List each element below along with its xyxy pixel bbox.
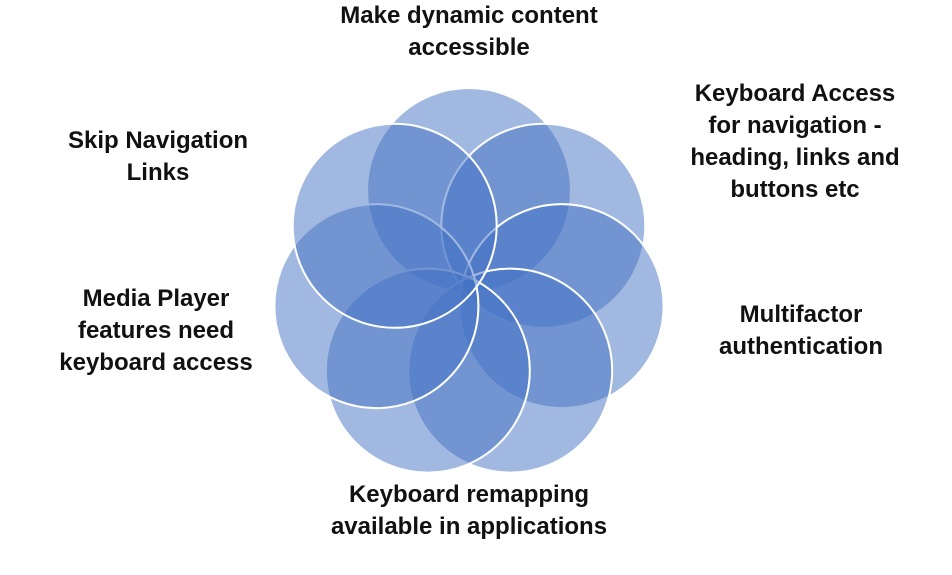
label-top-right-line-2: for navigation - <box>708 112 882 139</box>
label-top-left: Skip Navigation Links <box>68 125 248 189</box>
label-right: Multifactor authentication <box>719 299 883 363</box>
label-top-right-line-4: buttons etc <box>730 176 860 203</box>
label-right-line-2: authentication <box>718 333 884 360</box>
label-left-line-3: keyboard access <box>59 349 253 376</box>
label-left-line-1: Media Player <box>82 285 230 312</box>
label-top-left-line-1: Skip Navigation <box>67 127 249 154</box>
label-bottom-line-2: available in applications <box>330 513 608 540</box>
label-top-left-line-2: Links <box>126 159 190 186</box>
label-top-right-line-3: heading, links and <box>690 144 900 171</box>
label-left-line-2: features need <box>77 317 235 344</box>
label-top: Make dynamic content accessible <box>340 0 597 64</box>
label-left: Media Player features need keyboard acce… <box>59 283 252 379</box>
label-top-right-line-1: Keyboard Access <box>694 80 896 107</box>
petal-top-left <box>291 122 498 329</box>
label-bottom: Keyboard remapping available in applicat… <box>331 479 607 543</box>
label-top-line-1: Make dynamic content <box>340 2 598 29</box>
label-bottom-line-1: Keyboard remapping <box>348 481 590 508</box>
label-top-line-2: accessible <box>408 34 530 61</box>
label-right-line-1: Multifactor <box>739 301 863 328</box>
label-top-right: Keyboard Access for navigation - heading… <box>690 78 899 206</box>
